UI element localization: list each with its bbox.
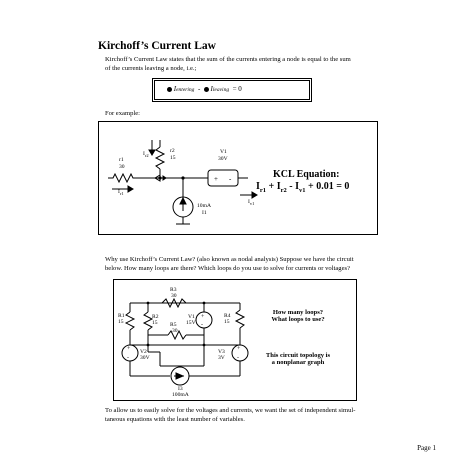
r4-name: R4 [224, 313, 231, 319]
r2-name-2: R2 [152, 314, 159, 320]
i1-name: I1 [202, 210, 207, 216]
i3-value: 100mA [172, 392, 189, 398]
v1-name-2: V1 [188, 314, 195, 320]
loops-question-line-2: What loops to use? [271, 316, 325, 323]
v2-name: V2 [140, 349, 147, 355]
intro-line-1: Kirchoff’s Current Law states that the s… [105, 56, 351, 63]
v2-value: 30V [140, 355, 150, 361]
r2-resistor [142, 311, 154, 331]
r5-resistor [167, 329, 187, 341]
kcl-definition-box: Ientering - Ileaving = 0 [152, 78, 312, 102]
r1-name: r1 [119, 157, 124, 163]
intro-paragraph: Kirchoff’s Current Law states that the s… [105, 56, 405, 73]
r5-value: 30 [172, 328, 178, 334]
r2-value: 15 [170, 155, 176, 161]
r1-value-2: 15 [118, 319, 124, 325]
topology-line-1: This circuit topology is [265, 352, 331, 359]
closing-paragraph: To allow us to easily solve for the volt… [105, 407, 385, 424]
r4-resistor [234, 309, 246, 329]
nonplanar-circuit-frame [113, 279, 357, 401]
svg-text:+: + [127, 346, 131, 352]
svg-text:+: + [201, 314, 205, 320]
closing-line-2: taneous equations with the least number … [105, 415, 245, 423]
r1-value: 30 [119, 164, 125, 170]
intro-line-2: of the currents leaving a node, i.e.; [105, 64, 197, 72]
example-circuit-frame [98, 121, 378, 235]
r4-value: 15 [224, 319, 230, 325]
r2-resistor [154, 146, 166, 170]
page-title: Kirchoff’s Current Law [98, 40, 216, 52]
r2-name: r2 [170, 148, 175, 154]
r3-value: 30 [171, 293, 177, 299]
iv1-label: Iv1 [248, 199, 255, 207]
r3-name: R3 [170, 287, 177, 293]
ir2-label: Ir2 [143, 151, 149, 159]
svg-text:-: - [127, 355, 129, 361]
r1-name-2: R1 [118, 313, 125, 319]
svg-text:+: + [237, 346, 241, 352]
page-number: Page 1 [417, 444, 436, 452]
ir1-label: Ir1 [118, 189, 124, 197]
svg-text:+: + [214, 175, 218, 183]
closing-line-1: To allow us to easily solve for the volt… [105, 407, 356, 414]
topology-note: This circuit topology is a nonplanar gra… [252, 352, 344, 366]
v3-value: 3V [218, 355, 225, 361]
loops-question: How many loops? What loops to use? [258, 309, 338, 323]
v1-value: 30V [218, 156, 228, 162]
r2-value-2: 15 [152, 320, 158, 326]
r3-resistor [161, 297, 187, 309]
why-line-1: Why use Kirchoff’s Current Law? (also kn… [105, 256, 354, 263]
kcl-equation: Ir1 + Ir2 - Iv1 + 0.01 = 0 [256, 181, 350, 194]
svg-text:-: - [237, 355, 239, 361]
svg-text:-: - [201, 322, 203, 328]
loops-question-line-1: How many loops? [272, 309, 324, 316]
topology-line-2: a nonplanar graph [271, 359, 325, 366]
example-label: For example: [105, 110, 140, 117]
why-line-2: below. How many loops are there? Which l… [105, 264, 351, 272]
r1-resistor [108, 172, 138, 184]
r5-name: R5 [170, 322, 177, 328]
i1-value: 10mA [197, 203, 211, 209]
svg-text:-: - [229, 175, 232, 183]
v1-value-2: 15V [186, 320, 196, 326]
kcl-equation-title: KCL Equation: [273, 169, 340, 180]
why-paragraph: Why use Kirchoff’s Current Law? (also kn… [105, 256, 390, 273]
i3-name: I3 [178, 386, 183, 392]
v1-name: V1 [220, 149, 227, 155]
r1-resistor [124, 311, 136, 331]
v3-name: V3 [218, 349, 225, 355]
